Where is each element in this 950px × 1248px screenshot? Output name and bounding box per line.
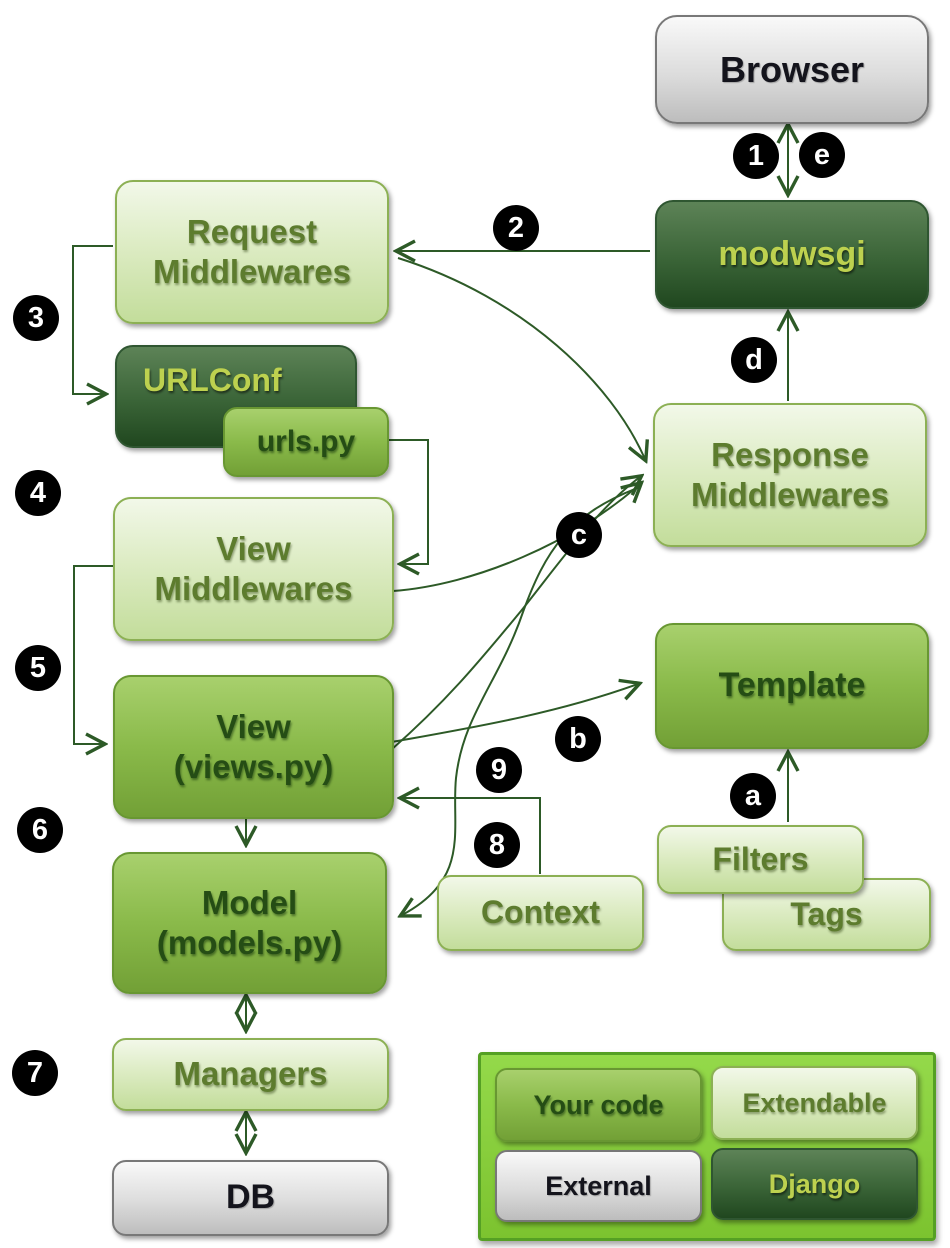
badge-step-1: 1 — [733, 133, 779, 179]
arrow-view-response-middlewares — [390, 477, 640, 751]
legend-item-django-label: Django — [768, 1168, 861, 1199]
badge-step-3-label: 3 — [27, 301, 45, 334]
node-filters-label: Filters — [712, 840, 809, 877]
arrow-view-middlewares-response-middlewares — [392, 484, 640, 592]
badge-step-2: 2 — [493, 205, 539, 251]
legend-item-your-code: Your code — [495, 1068, 702, 1142]
badge-step-8: 8 — [474, 822, 520, 868]
node-db-label: DB — [225, 1178, 276, 1217]
badge-step-5-label: 5 — [29, 651, 47, 684]
node-browser: Browser — [655, 15, 929, 124]
badge-step-3: 3 — [13, 295, 59, 341]
node-urls-py-label: urls.py — [256, 424, 356, 458]
badge-step-9: 9 — [476, 747, 522, 793]
node-context: Context — [437, 875, 644, 951]
arrow-request-middlewares-response-middlewares — [397, 257, 645, 459]
node-modwsgi: modwsgi — [655, 200, 929, 309]
badge-step-5: 5 — [15, 645, 61, 691]
badge-step-9-label: 9 — [490, 753, 508, 786]
node-tags-label: Tags — [790, 895, 863, 932]
badge-step-6-label: 6 — [31, 813, 49, 846]
legend-item-extendable: Extendable — [711, 1066, 918, 1140]
badge-step-d-label: d — [745, 343, 763, 376]
node-view: View (views.py) — [113, 675, 394, 819]
node-urlconf-label: URLConf — [143, 362, 282, 398]
arrow-request-middlewares-urlconf — [72, 245, 113, 394]
node-request-middlewares: Request Middlewares — [115, 180, 389, 324]
node-response-middlewares-label: Response Middlewares — [690, 435, 890, 513]
legend-item-external-label: External — [545, 1170, 652, 1201]
badge-step-2-label: 2 — [507, 211, 525, 244]
node-managers-label: Managers — [173, 1055, 328, 1093]
badge-step-a-label: a — [744, 779, 762, 812]
arrow-view-template — [391, 684, 638, 743]
badge-step-4-label: 4 — [29, 476, 47, 509]
badge-step-c-label: c — [570, 518, 588, 551]
node-view-middlewares: View Middlewares — [113, 497, 394, 641]
badge-step-7-label: 7 — [26, 1056, 44, 1089]
badge-step-7: 7 — [12, 1050, 58, 1096]
arrow-context-view — [402, 798, 541, 874]
node-db: DB — [112, 1160, 389, 1236]
node-modwsgi-label: modwsgi — [718, 234, 866, 273]
badge-step-1-label: 1 — [747, 139, 765, 172]
badge-step-e-label: e — [813, 138, 831, 171]
node-request-middlewares-label: Request Middlewares — [152, 212, 352, 290]
node-context-label: Context — [480, 894, 601, 931]
badge-step-b-label: b — [569, 722, 587, 755]
node-response-middlewares: Response Middlewares — [653, 403, 927, 547]
node-filters: Filters — [657, 825, 864, 894]
badge-step-8-label: 8 — [488, 828, 506, 861]
node-urls-py: urls.py — [223, 407, 389, 477]
node-view-middlewares-label: View Middlewares — [154, 529, 353, 607]
node-template-label: Template — [718, 666, 866, 705]
node-model-label: Model (models.py) — [156, 883, 343, 961]
badge-step-b: b — [555, 716, 601, 762]
node-view-label: View (views.py) — [173, 707, 334, 785]
node-template: Template — [655, 623, 929, 749]
badge-step-a: a — [730, 773, 776, 819]
node-model: Model (models.py) — [112, 852, 387, 994]
legend-item-extendable-label: Extendable — [742, 1087, 887, 1118]
badge-step-4: 4 — [15, 470, 61, 516]
node-browser-label: Browser — [719, 48, 865, 90]
arrow-9-response-path-to-model — [402, 486, 641, 915]
legend-item-django: Django — [711, 1148, 918, 1220]
badge-step-6: 6 — [17, 807, 63, 853]
legend: Your code Extendable External Django — [478, 1052, 936, 1241]
legend-item-your-code-label: Your code — [533, 1089, 664, 1120]
badge-step-c: c — [556, 512, 602, 558]
badge-step-e: e — [799, 132, 845, 178]
arrow-view-middlewares-view — [73, 565, 113, 744]
legend-item-external: External — [495, 1150, 702, 1222]
node-managers: Managers — [112, 1038, 389, 1111]
badge-step-d: d — [731, 337, 777, 383]
